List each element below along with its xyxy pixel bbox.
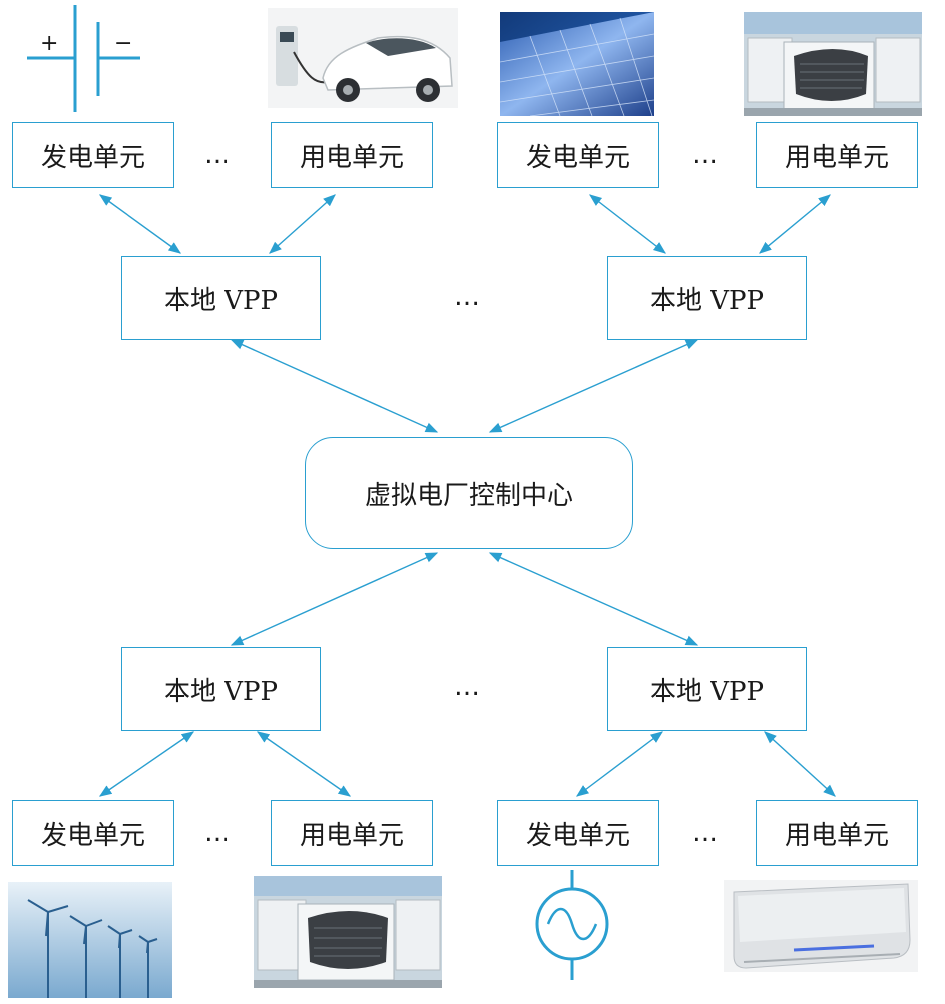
arrow-use-vpp-2 xyxy=(759,194,831,254)
vpp-control-center: 虚拟电厂控制中心 xyxy=(305,437,633,549)
use-unit-box-3: 用电单元 xyxy=(271,800,433,866)
ellipsis: … xyxy=(454,282,482,312)
gen-unit-box-1: 发电单元 xyxy=(12,122,174,188)
local-vpp-box-2: 本地 VPP xyxy=(607,256,807,340)
ellipsis: … xyxy=(454,672,482,702)
local-vpp-box-3: 本地 VPP xyxy=(121,647,321,731)
arrow-vpp4-gen xyxy=(575,731,664,797)
arrow-vpp4-use xyxy=(764,731,836,797)
storage-container-icon xyxy=(744,12,922,116)
solar-panel-icon xyxy=(500,12,654,116)
arrow-gen-vpp-2 xyxy=(589,194,666,254)
electric-car-icon xyxy=(268,8,458,108)
gen-unit-box-2: 发电单元 xyxy=(497,122,659,188)
gen-unit-box-4: 发电单元 xyxy=(497,800,659,866)
arrow-gen-vpp-1 xyxy=(98,194,182,254)
ellipsis: … xyxy=(204,818,232,848)
ac-generator-icon xyxy=(535,870,609,980)
ellipsis: … xyxy=(692,140,720,170)
battery-plus: + xyxy=(40,31,58,56)
battery-minus: − xyxy=(114,31,132,56)
arrow-vpp1-center xyxy=(230,339,439,433)
battery-symbol-icon xyxy=(27,5,140,112)
arrow-use-vpp-1 xyxy=(269,194,336,254)
use-unit-box-1: 用电单元 xyxy=(271,122,433,188)
arrow-center-vpp3 xyxy=(230,552,439,646)
arrow-vpp3-use xyxy=(256,731,352,797)
local-vpp-box-1: 本地 VPP xyxy=(121,256,321,340)
storage-container-icon xyxy=(254,876,442,988)
ellipsis: … xyxy=(204,140,232,170)
arrow-vpp2-center xyxy=(488,339,699,433)
arrow-vpp3-gen xyxy=(98,731,195,797)
air-conditioner-icon xyxy=(724,880,918,972)
ellipsis: … xyxy=(692,818,720,848)
arrow-center-vpp4 xyxy=(488,552,699,646)
gen-unit-box-3: 发电单元 xyxy=(12,800,174,866)
local-vpp-box-4: 本地 VPP xyxy=(607,647,807,731)
wind-turbine-icon xyxy=(8,882,172,998)
use-unit-box-2: 用电单元 xyxy=(756,122,918,188)
use-unit-box-4: 用电单元 xyxy=(756,800,918,866)
